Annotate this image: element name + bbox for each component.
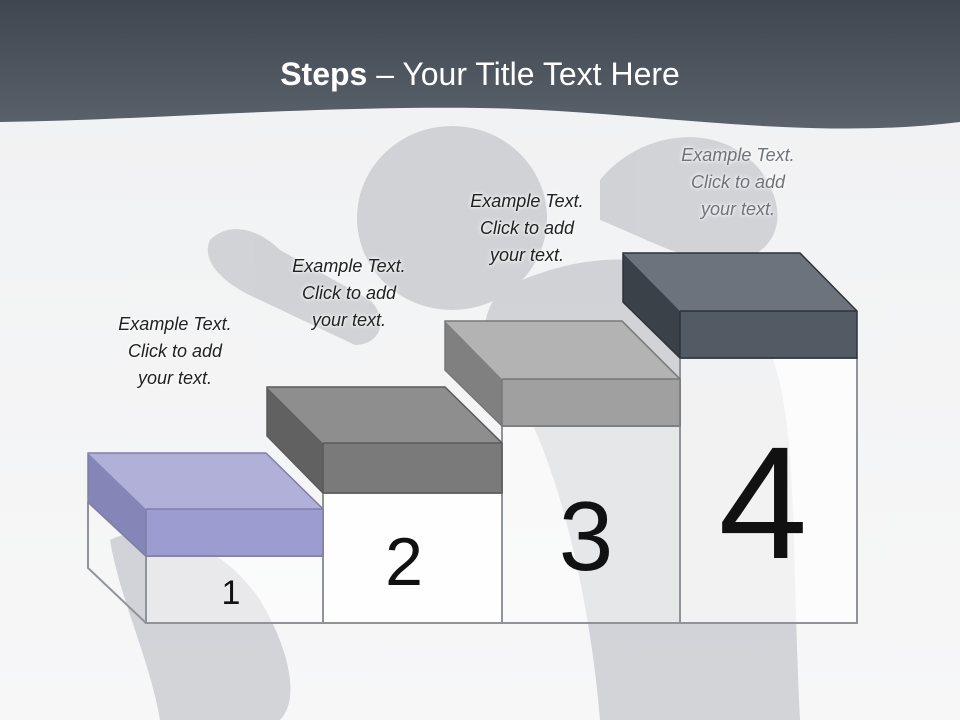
step-2-caption[interactable]: Example Text. Click to add your text. xyxy=(249,253,449,334)
caption-line: Click to add xyxy=(690,172,786,192)
step-1-caption[interactable]: Example Text. Click to add your text. xyxy=(75,311,275,392)
caption-line: Example Text. xyxy=(292,256,406,276)
caption-line: your text. xyxy=(700,199,776,219)
caption-line: your text. xyxy=(489,245,565,265)
header-band xyxy=(0,0,960,129)
step-2-number: 2 xyxy=(385,524,423,600)
caption-line: Example Text. xyxy=(470,191,584,211)
title-rest: – Your Title Text Here xyxy=(367,56,680,92)
caption-line: Click to add xyxy=(479,218,575,238)
slide-title[interactable]: Steps – Your Title Text Here xyxy=(0,52,960,96)
caption-line: your text. xyxy=(311,310,387,330)
caption-line: Example Text. xyxy=(681,145,795,165)
staircase xyxy=(87,357,858,624)
step-4-caption[interactable]: Example Text. Click to add your text. xyxy=(638,142,838,223)
title-bold: Steps xyxy=(280,56,368,92)
step-4-block xyxy=(622,252,858,359)
step-3-number: 3 xyxy=(559,481,614,591)
step-3-caption[interactable]: Example Text. Click to add your text. xyxy=(427,188,627,269)
step-2-block xyxy=(266,386,503,494)
caption-line: Example Text. xyxy=(118,314,232,334)
step-3-block xyxy=(444,320,681,427)
caption-line: Click to add xyxy=(127,341,223,361)
step-1-number: 1 xyxy=(222,574,241,612)
caption-line: Click to add xyxy=(301,283,397,303)
step-4-number: 4 xyxy=(719,413,808,592)
caption-line: your text. xyxy=(137,368,213,388)
step-1-block xyxy=(87,452,324,557)
